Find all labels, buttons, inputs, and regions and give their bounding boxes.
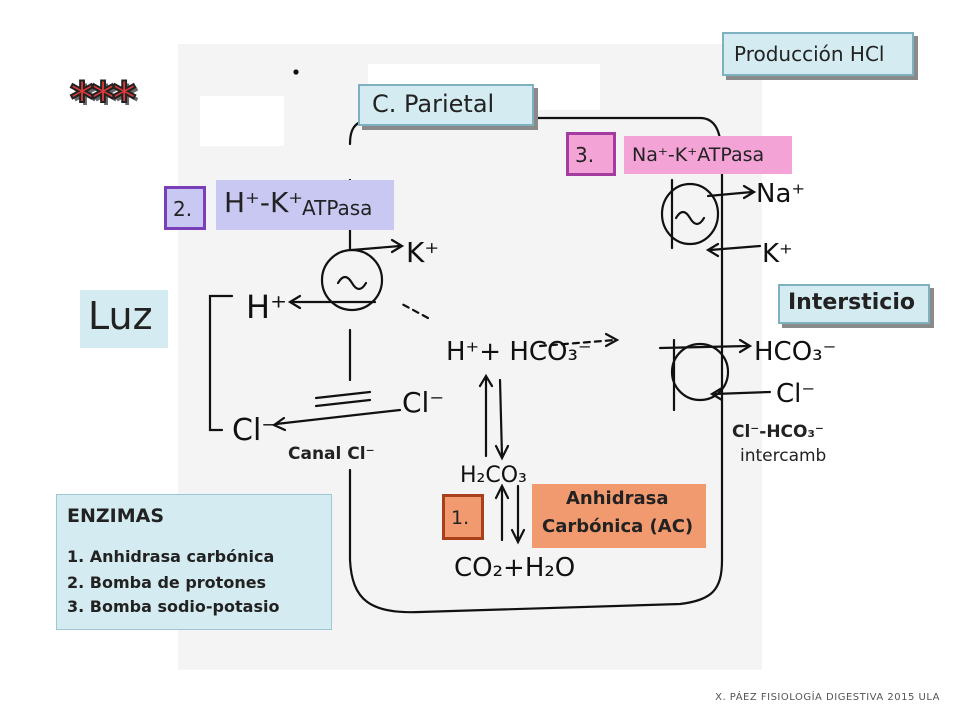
parietal-cell-label: C. Parietal xyxy=(372,90,495,118)
cl-right-label: Cl⁻ xyxy=(776,379,815,409)
enzyme3-number-box: 3. xyxy=(566,132,616,176)
interstitium-label: Intersticio xyxy=(788,290,915,315)
exchanger-label-line1: Cl⁻-HCO₃⁻ xyxy=(732,422,824,442)
enzyme2-label-sub: ATPasa xyxy=(302,196,373,220)
k-ion-right-label: K⁺ xyxy=(762,239,793,269)
lumen-label: Luz xyxy=(88,294,153,338)
enzyme1-label-line2: Carbónica (AC) xyxy=(542,516,694,537)
lumen-box: Luz xyxy=(80,290,168,348)
enzyme2-number-box: 2. xyxy=(164,186,206,230)
enzyme2-number: 2. xyxy=(173,197,193,221)
k-ion-label: K⁺ xyxy=(406,236,439,269)
h2co3-label: H₂CO₃ xyxy=(460,463,527,488)
enzyme1-label-box: Anhidrasa Carbónica (AC) xyxy=(532,484,706,548)
na-k-pump-circle xyxy=(660,182,720,246)
enzymes-legend-item: 3. Bomba sodio-potasio xyxy=(67,597,280,616)
cl-lumen-label: Cl⁻ xyxy=(232,413,277,448)
enzyme3-label: Na⁺-K⁺ATPasa xyxy=(632,144,765,166)
production-hcl-box: Producción HCl xyxy=(722,32,914,76)
exchanger-label-line2: intercamb xyxy=(740,446,827,466)
scan-patch xyxy=(200,96,284,146)
chloride-channel-label: Canal Cl⁻ xyxy=(288,444,375,464)
exchanger-circle xyxy=(670,342,730,402)
na-ion-label: Na⁺ xyxy=(756,179,805,209)
h-ion-label: H⁺ xyxy=(246,288,287,326)
footer-credit: X. PÁEZ FISIOLOGÍA DIGESTIVA 2015 ULA xyxy=(715,692,940,703)
hco3-right-label: HCO₃⁻ xyxy=(754,337,836,367)
enzyme3-label-box: Na⁺-K⁺ATPasa xyxy=(624,136,792,174)
stars-decoration: *** xyxy=(69,71,137,127)
enzyme1-number-box: 1. xyxy=(442,494,484,540)
co2-h2o-label: CO₂+H₂O xyxy=(454,553,575,583)
enzyme1-label-line1: Anhidrasa xyxy=(566,488,669,509)
cl-cell-label: Cl⁻ xyxy=(402,386,444,419)
enzyme2-label-main: H⁺-K⁺ xyxy=(224,186,304,219)
production-hcl-label: Producción HCl xyxy=(734,42,885,66)
enzymes-legend-item: 2. Bomba de protones xyxy=(67,573,267,592)
enzymes-legend-item: 1. Anhidrasa carbónica xyxy=(67,547,275,566)
interstitium-box: Intersticio xyxy=(778,284,930,324)
enzyme2-label-box: H⁺-K⁺ ATPasa xyxy=(216,180,394,230)
parietal-cell-box: C. Parietal xyxy=(358,84,534,126)
enzymes-legend-box: ENZIMAS 1. Anhidrasa carbónica 2. Bomba … xyxy=(56,494,332,630)
reaction-label: H⁺+ HCO₃⁻ xyxy=(446,337,592,367)
enzymes-legend-title: ENZIMAS xyxy=(67,505,165,527)
enzyme3-number: 3. xyxy=(575,143,595,167)
enzyme1-number: 1. xyxy=(451,507,470,529)
